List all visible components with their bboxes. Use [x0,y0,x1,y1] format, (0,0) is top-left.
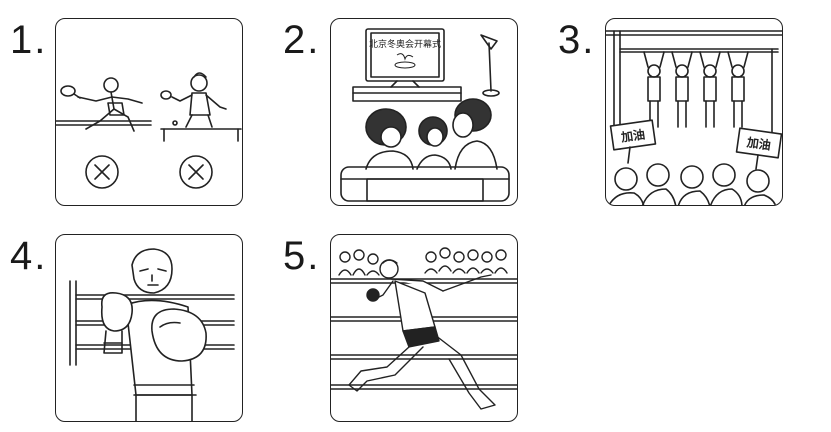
panel-1-badminton-pingpong [55,18,243,206]
panel-4-boxing [55,234,243,422]
sports-illustration [56,72,242,189]
boxer-illustration [69,248,235,421]
tv-caption: 北京冬奥会开幕式 [369,38,441,50]
sign-left-text: 加油 [619,126,646,144]
item-number-2: 2. [283,18,321,62]
item-number-5: 5. [283,234,321,278]
item-number-1: 1. [10,18,48,62]
pull-up-illustration: 加油 加油 [606,30,782,205]
shot-put-illustration [331,247,517,410]
item-number-3: 3. [558,18,596,62]
panel-2-watching-tv: 北京冬奥会开幕式 [330,18,518,206]
family-watching-tv-illustration: 北京冬奥会开幕式 [340,28,510,202]
sign-right-text: 加油 [745,134,772,152]
item-number-4: 4. [10,234,48,278]
panel-5-shot-put [330,234,518,422]
panel-3-pull-up-cheering: 加油 加油 [605,18,783,206]
